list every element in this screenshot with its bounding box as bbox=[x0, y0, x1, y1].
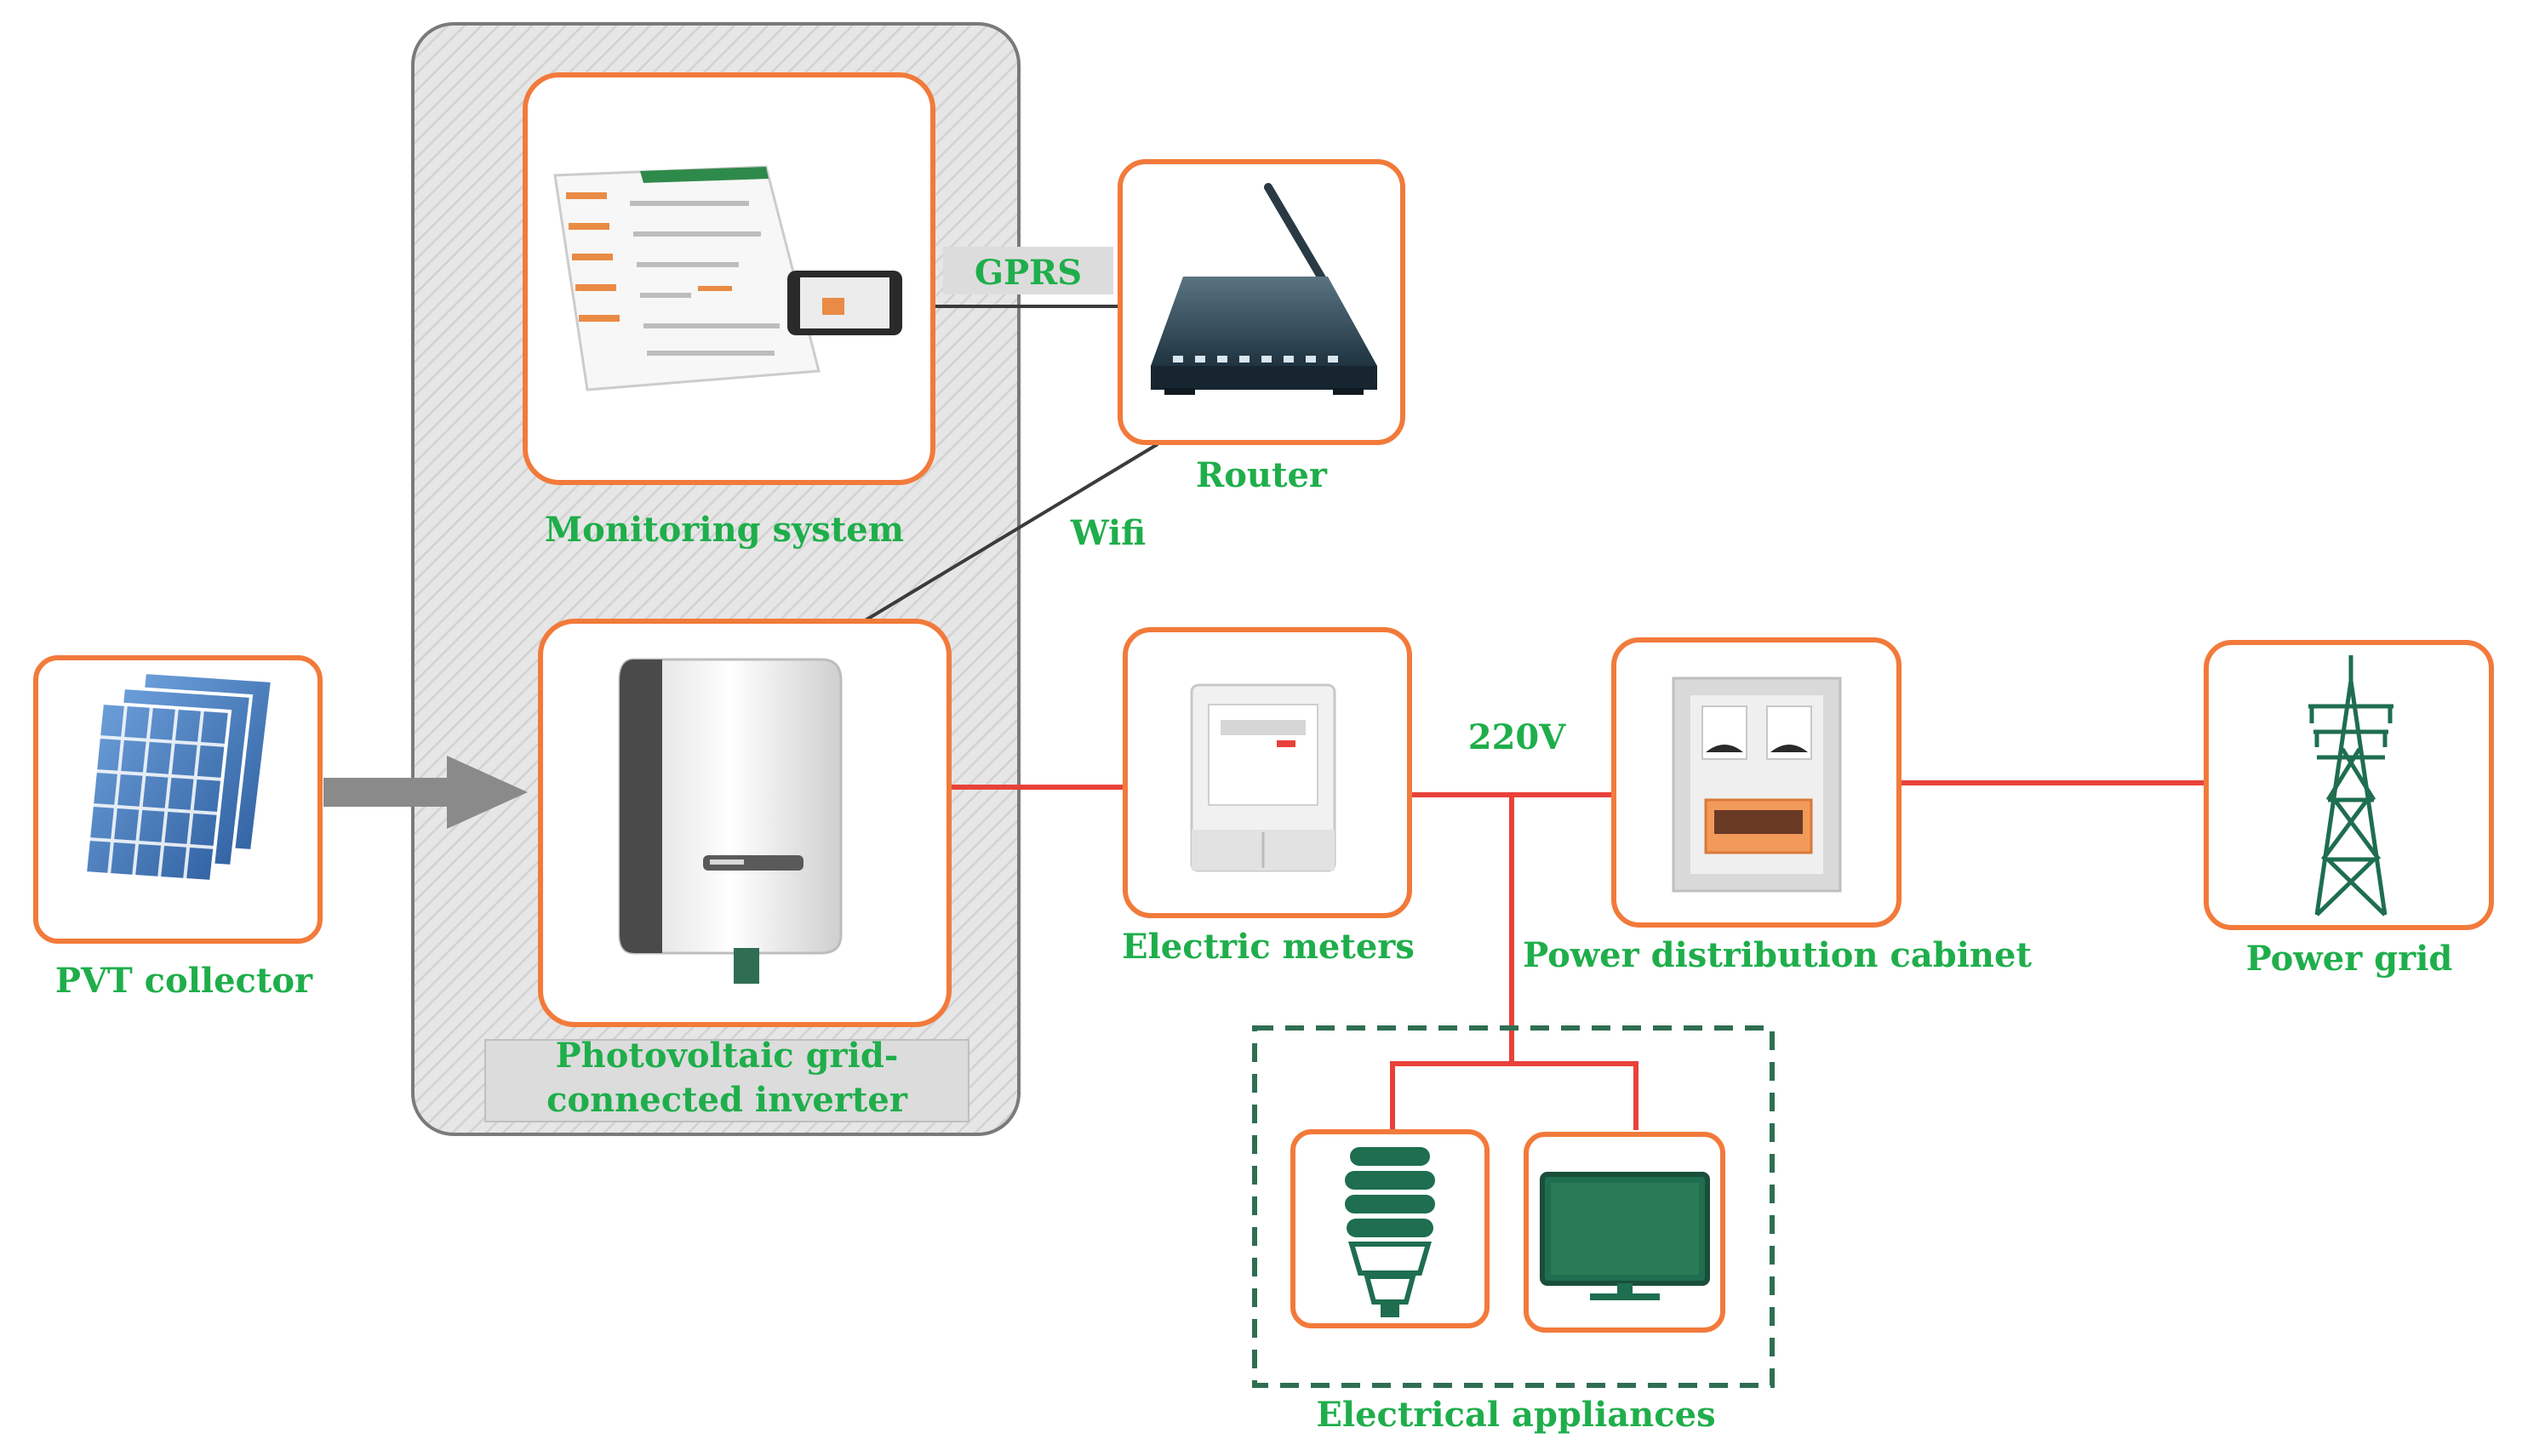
monitoring-screen-icon bbox=[553, 165, 902, 391]
inverter-label-line2: connected inverter bbox=[546, 1080, 908, 1120]
electric-meter-icon bbox=[1190, 683, 1336, 872]
appliance-branch-line bbox=[1390, 1061, 1638, 1130]
light-bulb-node bbox=[1290, 1129, 1490, 1328]
gprs-label: GPRS bbox=[975, 253, 1082, 293]
power-distribution-cabinet-label: Power distribution cabinet bbox=[1523, 935, 2032, 975]
gprs-label-panel bbox=[943, 247, 1113, 294]
monitoring-system-node: Monitoring system bbox=[523, 72, 935, 550]
router-label: Router bbox=[1196, 455, 1328, 495]
inverter-icon bbox=[618, 658, 843, 984]
wifi-label: Wifi bbox=[1070, 513, 1147, 553]
electric-meters-label: Electric meters bbox=[1122, 927, 1415, 967]
inverter-label-line1: Photovoltaic grid- bbox=[556, 1036, 899, 1076]
pvt-to-inverter-arrow bbox=[323, 756, 528, 829]
inverter-node: Photovoltaic grid- connected inverter bbox=[538, 619, 952, 1120]
router-icon bbox=[1151, 183, 1377, 395]
light-bulb-icon bbox=[1345, 1147, 1435, 1317]
voltage-label: 220V bbox=[1468, 717, 1566, 757]
power-grid-label: Power grid bbox=[2246, 939, 2453, 979]
television-icon bbox=[1540, 1172, 1710, 1300]
television-node bbox=[1524, 1132, 1725, 1333]
solar-panel-icon bbox=[83, 670, 275, 884]
appliances-group bbox=[1252, 1025, 1775, 1388]
router-node: Router bbox=[1118, 159, 1405, 495]
power-grid-node: Power grid bbox=[2204, 640, 2494, 979]
pvt-collector-label: PVT collector bbox=[55, 961, 313, 1001]
wifi-connection-line bbox=[862, 443, 1159, 623]
transmission-tower-icon bbox=[2308, 655, 2393, 916]
monitoring-system-label: Monitoring system bbox=[545, 510, 904, 550]
inverter-label-panel bbox=[484, 1039, 969, 1122]
power-distribution-cabinet-node: Power distribution cabinet bbox=[1523, 637, 2032, 975]
distribution-cabinet-icon bbox=[1672, 677, 1842, 893]
power-grid-box bbox=[2204, 640, 2494, 930]
pvt-collector-node: PVT collector bbox=[33, 655, 323, 1001]
electrical-appliances-label: Electrical appliances bbox=[1316, 1395, 1715, 1435]
electric-meters-node: Electric meters bbox=[1122, 627, 1415, 967]
